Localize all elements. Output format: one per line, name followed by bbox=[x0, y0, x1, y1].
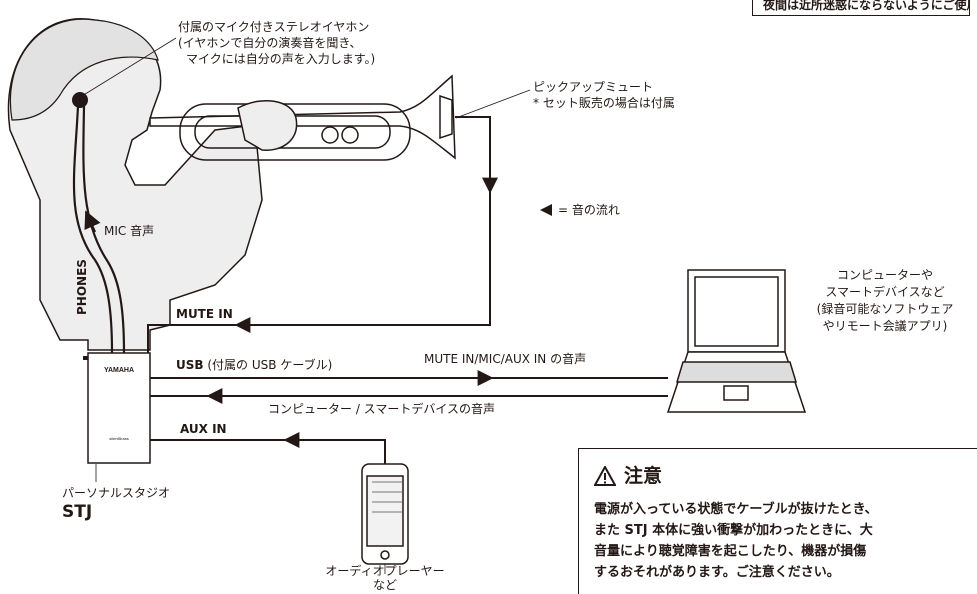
mute-label-line1: ピックアップミュート bbox=[533, 80, 654, 94]
computer-label-line2: スマートデバイスなど bbox=[825, 285, 945, 299]
caution-line-2: また STJ 本体に強い衝撃が加わったときに、大 bbox=[594, 523, 873, 538]
studio-caption: パーソナルスタジオ bbox=[62, 486, 171, 500]
flow-arrow-icon bbox=[540, 204, 552, 216]
computer-audio-label: コンピューター / スマートデバイスの音声 bbox=[268, 402, 495, 416]
device-sub: silentBrass bbox=[109, 436, 129, 441]
phones-cable bbox=[72, 105, 126, 354]
caution-body: 電源が入っている状態でケーブルが抜けたとき、 また STJ 本体に強い衝撃が加わ… bbox=[594, 499, 977, 583]
player-hand bbox=[237, 100, 298, 151]
earphone-label-line3: マイクには自分の声を入力します。) bbox=[186, 52, 376, 66]
caution-line-3: 音量により聴覚障害を起こしたり、機器が損傷 bbox=[594, 544, 867, 559]
usb-cable-note: (付属の USB ケーブル) bbox=[207, 358, 333, 372]
device-brand: YAMAHA bbox=[104, 367, 134, 374]
mic-flow-arrow bbox=[84, 210, 101, 233]
warning-icon bbox=[594, 466, 616, 486]
legend-label: = 音の流れ bbox=[558, 203, 620, 217]
aux-in-label: AUX IN bbox=[180, 422, 227, 436]
audio-player-icon bbox=[361, 463, 409, 565]
usb-out-audio-label: MUTE IN/MIC/AUX IN の音声 bbox=[424, 352, 587, 366]
mic-voice-label: MIC 音声 bbox=[104, 224, 155, 238]
caution-line-1: 電源が入っている状態でケーブルが抜けたとき、 bbox=[594, 502, 878, 517]
mute-in-label: MUTE IN bbox=[176, 307, 233, 321]
caution-line-4: するおそれがあります。ご注意ください。 bbox=[594, 565, 840, 580]
computer-label-line3: (録音可能なソフトウェア bbox=[816, 302, 954, 316]
caution-title: 注意 bbox=[624, 465, 663, 487]
usb-label-group: USB (付属の USB ケーブル) bbox=[176, 358, 332, 373]
mute-in-cable bbox=[147, 116, 491, 353]
aux-in-cable bbox=[150, 439, 386, 464]
stj-device: YAMAHA silentBrass bbox=[83, 352, 151, 464]
top-note: 夜間は近所迷惑にならないようにご使用ください。 bbox=[752, 0, 970, 16]
phones-label: PHONES bbox=[75, 259, 89, 315]
laptop-icon bbox=[666, 269, 807, 413]
computer-label-line4: やリモート会議アプリ) bbox=[822, 319, 948, 333]
caution-box: 注意 電源が入っている状態でケーブルが抜けたとき、 また STJ 本体に強い衝撃… bbox=[578, 448, 977, 594]
computer-label-line1: コンピューターや bbox=[836, 268, 933, 282]
earphone-icon bbox=[72, 92, 88, 108]
studio-name: STJ bbox=[62, 502, 93, 522]
leader-lines bbox=[81, 37, 531, 574]
audio-player-label-line1: オーディオプレーヤー bbox=[325, 564, 445, 578]
usb-label: USB bbox=[176, 358, 204, 372]
trumpet bbox=[149, 74, 456, 161]
mute-label-line2: * セット販売の場合は付属 bbox=[533, 96, 675, 110]
earphone-label-line1: 付属のマイク付きステレオイヤホン bbox=[178, 20, 370, 34]
earphone-label-line2: (イヤホンで自分の演奏音を聞き、 bbox=[178, 36, 362, 50]
audio-player-label-line2: など bbox=[372, 578, 397, 592]
